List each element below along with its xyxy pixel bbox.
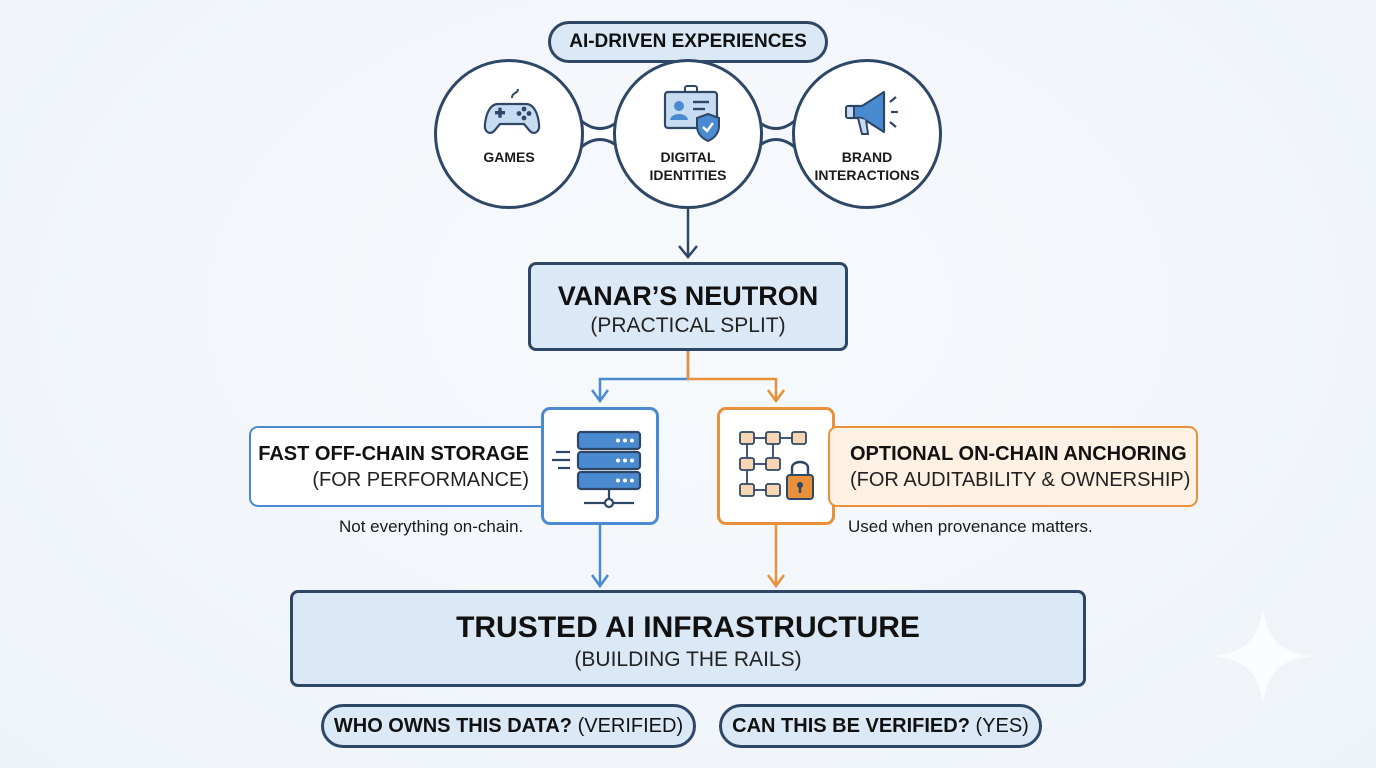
onchain-subtitle: (FOR AUDITABILITY & OWNERSHIP)	[850, 469, 1191, 491]
offchain-panel: FAST OFF-CHAIN STORAGE (FOR PERFORMANCE)	[249, 426, 549, 507]
infrastructure-subtitle: (BUILDING THE RAILS)	[574, 648, 802, 671]
offchain-icon-box	[541, 407, 659, 525]
blockchain-lock-icon	[739, 431, 814, 500]
offchain-subtitle: (FOR PERFORMANCE)	[312, 469, 529, 491]
brand-interactions-label: BRAND INTERACTIONS	[814, 149, 920, 183]
games-circle: GAMES	[434, 59, 584, 209]
infrastructure-box: TRUSTED AI INFRASTRUCTURE (BUILDING THE …	[290, 590, 1086, 687]
sparkle-icon	[1214, 608, 1312, 704]
neutron-subtitle: (PRACTICAL SPLIT)	[590, 314, 786, 337]
header-label: AI-DRIVEN EXPERIENCES	[569, 31, 807, 52]
question-ownership-text: WHO OWNS THIS DATA?	[333, 714, 572, 737]
id-badge-shield-icon	[663, 85, 720, 143]
onchain-title: OPTIONAL ON-CHAIN ANCHORING	[850, 443, 1187, 465]
circle-bridge-left	[570, 118, 627, 150]
arrow-neutron-to-onchain	[686, 350, 778, 400]
onchain-note: Used when provenance matters.	[848, 517, 1093, 536]
server-stack-icon	[552, 430, 642, 509]
offchain-note: Not everything on-chain.	[339, 517, 524, 536]
gamepad-icon	[483, 88, 541, 134]
arrow-neutron-to-offchain	[598, 350, 690, 400]
infrastructure-title: TRUSTED AI INFRASTRUCTURE	[456, 611, 920, 644]
question-pill-verification: CAN THIS BE VERIFIED? (YES)	[719, 704, 1042, 748]
onchain-icon-box	[717, 407, 835, 525]
brand-interactions-circle: BRAND INTERACTIONS	[792, 59, 942, 209]
question-ownership-answer: (VERIFIED)	[577, 714, 684, 737]
megaphone-icon	[845, 90, 898, 135]
question-pill-ownership: WHO OWNS THIS DATA? (VERIFIED)	[321, 704, 696, 748]
digital-identities-label: DIGITAL IDENTITIES	[649, 149, 727, 183]
games-label: GAMES	[483, 149, 535, 165]
neutron-box: VANAR’S NEUTRON (PRACTICAL SPLIT)	[528, 262, 848, 351]
digital-identities-circle: DIGITAL IDENTITIES	[613, 59, 763, 209]
question-verification-answer: (YES)	[975, 714, 1029, 737]
offchain-title: FAST OFF-CHAIN STORAGE	[258, 443, 529, 465]
neutron-title: VANAR’S NEUTRON	[557, 281, 819, 311]
onchain-panel: OPTIONAL ON-CHAIN ANCHORING (FOR AUDITAB…	[828, 426, 1198, 507]
question-verification-text: CAN THIS BE VERIFIED?	[732, 714, 970, 737]
header-pill: AI-DRIVEN EXPERIENCES	[548, 21, 828, 63]
